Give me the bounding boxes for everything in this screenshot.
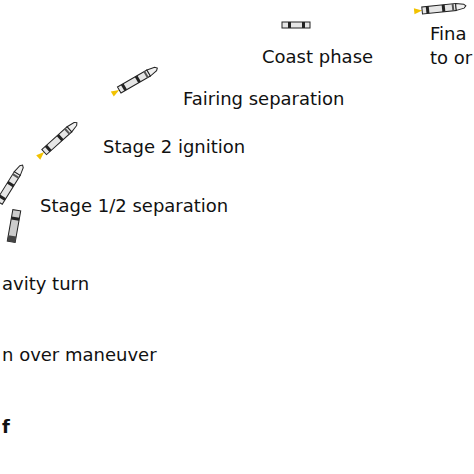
phase-label: n over maneuver [2,345,157,365]
phase-label: Stage 1/2 separation [40,196,228,216]
phase-label: Fina [430,24,466,44]
rocket-fairing-sep [111,65,160,97]
rocket-stage2-ignition [36,120,79,160]
phase-label: Fairing separation [183,89,345,109]
phase-label: to or [430,48,472,68]
rocket-stage-sep [0,163,26,211]
phase-label: avity turn [2,274,89,294]
rocket-final [414,2,466,14]
phase-label: f [2,417,10,437]
phase-label: Coast phase [262,47,373,67]
phase-label: Stage 2 ignition [103,137,245,157]
rocket-coast [282,22,310,28]
spent-first-stage [7,210,20,243]
